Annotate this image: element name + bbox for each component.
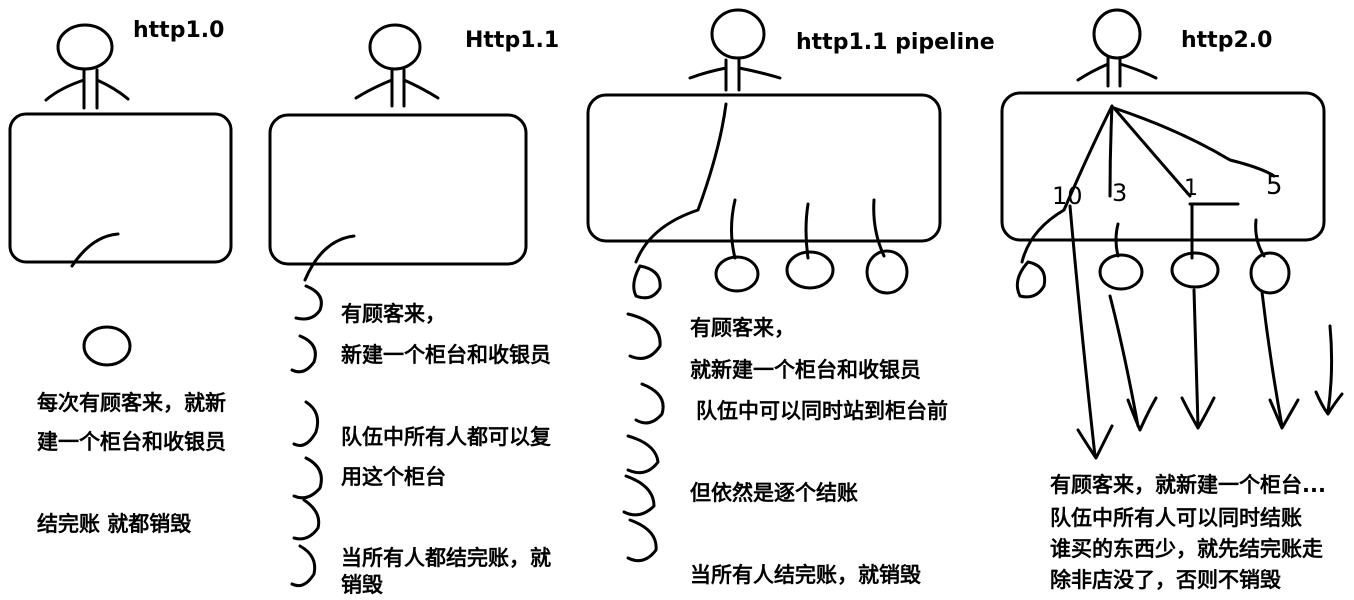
exit-arrows bbox=[1068, 204, 1344, 460]
queue-line bbox=[634, 102, 728, 264]
note-text: 新建一个柜台和收银员 bbox=[341, 343, 551, 367]
counter-box bbox=[268, 113, 528, 266]
cashier-figure-4 bbox=[1076, 8, 1158, 88]
customer-circles bbox=[1015, 251, 1291, 299]
panel-title: http2.0 bbox=[1181, 28, 1273, 53]
panel-title: http1.1 pipeline bbox=[796, 30, 995, 55]
note-text: 建一个柜台和收银员 bbox=[37, 430, 226, 454]
counter-box bbox=[1000, 91, 1326, 242]
queue-line bbox=[303, 234, 356, 282]
queue-line-4 bbox=[1254, 218, 1266, 258]
note-text: 就新建一个柜台和收银员 bbox=[690, 358, 921, 382]
customer-circle bbox=[865, 249, 909, 295]
queue-line-4 bbox=[872, 198, 886, 258]
panel-http2-0 bbox=[1000, 8, 1344, 460]
note-text: 队伍中所有人可以同时结账 bbox=[1050, 506, 1302, 530]
note-text: 谁买的东西少，就先结完账走 bbox=[1050, 537, 1323, 561]
counter-label: 1 bbox=[1184, 176, 1198, 201]
fan-out-lines bbox=[1020, 104, 1276, 264]
panel-title: http1.0 bbox=[133, 18, 225, 43]
note-text: 有顾客来， bbox=[341, 302, 446, 326]
counter-label: 10 bbox=[1052, 182, 1083, 210]
cashier-body bbox=[1076, 56, 1158, 88]
counter-label: 5 bbox=[1266, 171, 1283, 201]
cashier-head bbox=[710, 8, 766, 60]
customer-queue bbox=[290, 284, 323, 588]
note-text: 结完账 就都销毁 bbox=[37, 512, 192, 536]
note-text: 当所有人都结完账，就 bbox=[341, 546, 551, 570]
cashier-body bbox=[44, 68, 130, 110]
panel-title: Http1.1 bbox=[465, 28, 560, 53]
counter-box bbox=[8, 112, 233, 264]
cashier-body bbox=[354, 68, 440, 108]
cashier-head bbox=[1092, 8, 1142, 60]
counter-label: 3 bbox=[1112, 179, 1128, 207]
customer-circle bbox=[785, 250, 835, 290]
panel-http1-0 bbox=[8, 23, 233, 367]
cashier-body bbox=[688, 58, 782, 92]
note-text: 队伍中可以同时站到柜台前 bbox=[696, 399, 948, 423]
note-text: 销毁 bbox=[341, 573, 383, 597]
note-text: 除非店没了，否则不销毁 bbox=[1050, 568, 1281, 592]
panel-http1-1-pipeline bbox=[586, 8, 942, 563]
note-text: 有顾客来，就新建一个柜台... bbox=[1050, 473, 1326, 497]
cashier-figure-1 bbox=[44, 23, 130, 110]
customer-circle bbox=[82, 325, 132, 367]
note-text: 用这个柜台 bbox=[341, 465, 446, 489]
customer-circle bbox=[714, 255, 760, 293]
cashier-figure-2 bbox=[354, 23, 440, 108]
note-text: 有顾客来， bbox=[690, 316, 795, 340]
queue-line-2 bbox=[1114, 222, 1120, 258]
note-text: 队伍中所有人都可以复 bbox=[341, 425, 551, 449]
queue-line-2 bbox=[730, 198, 737, 260]
cashier-figure-3 bbox=[688, 8, 782, 92]
note-text: 每次有顾客来，就新 bbox=[37, 391, 226, 415]
counter-box bbox=[586, 93, 942, 243]
cashier-head bbox=[368, 23, 422, 71]
queue-line bbox=[70, 232, 120, 268]
panel-http1-1 bbox=[268, 23, 528, 588]
note-text: 但依然是逐个结账 bbox=[690, 481, 858, 505]
cashier-head bbox=[56, 23, 114, 71]
queue-line-3 bbox=[804, 202, 810, 260]
customer-queue bbox=[622, 264, 665, 563]
note-text: 当所有人结完账，就销毁 bbox=[690, 563, 921, 587]
